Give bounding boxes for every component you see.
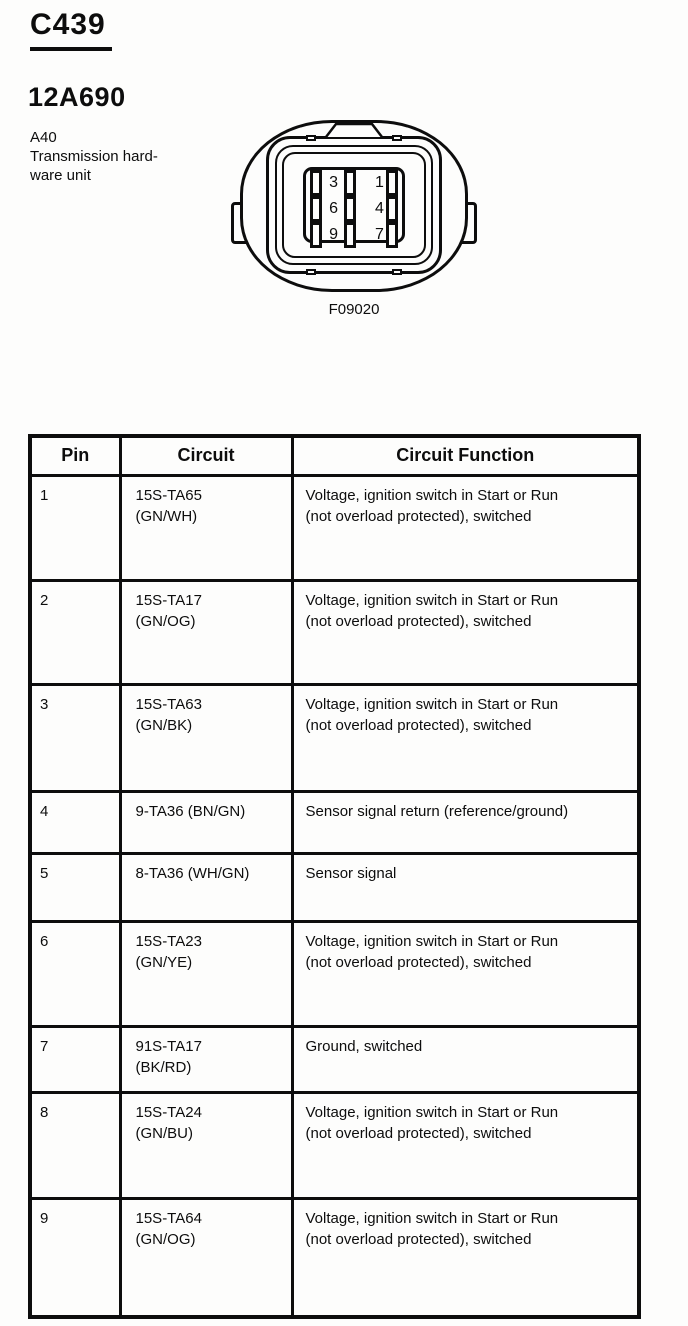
connector-seal-ring: 3 1 6 4 [275,145,433,265]
table-row: 8 15S-TA24 (GN/BU) Voltage, ignition swi… [28,1090,641,1200]
circuit-cell: 15S-TA17 (GN/OG) [118,578,294,686]
circuit-cell: 15S-TA23 (GN/YE) [118,919,294,1028]
connector-inner-shell: 3 1 6 4 [266,135,442,275]
pin-cell: 9 [28,1196,122,1319]
pin-cell: 5 [28,851,122,923]
connector-face-diagram: 3 1 6 4 [231,120,477,292]
latch-mark [391,269,402,275]
circuit-cell: 9-TA36 (BN/GN) [118,789,294,855]
pin-cell: 1 [28,473,122,582]
table-row: 2 15S-TA17 (GN/OG) Voltage, ignition swi… [28,578,641,686]
figure-code: F09020 [328,301,380,318]
latch-mark [391,135,402,141]
function-cell: Voltage, ignition switch in Start or Run… [290,1196,641,1319]
circuit-cell: 15S-TA64 (GN/OG) [118,1196,294,1319]
pin-number-label: 4 [375,200,384,217]
table-header-row: Pin Circuit Circuit Function [28,434,641,477]
pin-face-row: 3 1 [310,170,398,196]
pin-number-label: 9 [329,226,338,243]
connector-id-heading: C439 [30,8,112,51]
circuit-cell: 15S-TA24 (GN/BU) [118,1090,294,1200]
pin-cell: 6 [28,919,122,1028]
latch-mark [306,269,317,275]
connector-description: A40 Transmission hard- ware unit [30,129,158,184]
function-cell: Sensor signal [290,851,641,923]
table-row: 4 9-TA36 (BN/GN) Sensor signal return (r… [28,789,641,855]
pin-cavity [310,170,323,196]
function-cell: Voltage, ignition switch in Start or Run… [290,682,641,793]
pin-face-row: 9 7 [310,222,398,248]
pinout-table: Pin Circuit Circuit Function 1 15S-TA65 … [28,434,641,1319]
table-row: 7 91S-TA17 (BK/RD) Ground, switched [28,1024,641,1094]
pin-number-label: 1 [375,174,384,191]
part-number-heading: 12A690 [28,82,126,112]
function-cell: Voltage, ignition switch in Start or Run… [290,473,641,582]
function-cell: Voltage, ignition switch in Start or Run… [290,578,641,686]
pin-cavity [385,222,398,248]
pin-face-row: 6 4 [310,196,398,222]
pin-cell: 2 [28,578,122,686]
pin-cavity [344,196,356,222]
header-circuit-function: Circuit Function [290,434,641,477]
circuit-cell: 91S-TA17 (BK/RD) [118,1024,294,1094]
function-cell: Sensor signal return (reference/ground) [290,789,641,855]
header-circuit: Circuit [118,434,294,477]
connector-keyway [325,123,383,137]
header-pin: Pin [28,434,122,477]
pin-cell: 7 [28,1024,122,1094]
table-row: 6 15S-TA23 (GN/YE) Voltage, ignition swi… [28,919,641,1028]
table-row: 3 15S-TA63 (GN/BK) Voltage, ignition swi… [28,682,641,793]
pin-number-label: 3 [329,174,338,191]
connector-pin-face: 3 1 6 4 [303,167,405,248]
connector-housing-ring: 3 1 6 4 [282,152,426,258]
pin-cavity [385,170,398,196]
function-cell: Voltage, ignition switch in Start or Run… [290,1090,641,1200]
pin-cavity [385,196,398,222]
table-row: 9 15S-TA64 (GN/OG) Voltage, ignition swi… [28,1196,641,1319]
pin-number-label: 7 [375,226,384,243]
circuit-cell: 8-TA36 (WH/GN) [118,851,294,923]
table-row: 5 8-TA36 (WH/GN) Sensor signal [28,851,641,923]
pin-cavity [310,196,323,222]
pin-cell: 8 [28,1090,122,1200]
pin-cavity [310,222,323,248]
pin-cell: 4 [28,789,122,855]
pin-cavity [344,222,356,248]
function-cell: Voltage, ignition switch in Start or Run… [290,919,641,1028]
pin-number-label: 6 [329,200,338,217]
circuit-cell: 15S-TA65 (GN/WH) [118,473,294,582]
circuit-cell: 15S-TA63 (GN/BK) [118,682,294,793]
latch-mark [306,135,317,141]
function-cell: Ground, switched [290,1024,641,1094]
pin-cavity [344,170,356,196]
table-row: 1 15S-TA65 (GN/WH) Voltage, ignition swi… [28,473,641,582]
pin-cell: 3 [28,682,122,793]
